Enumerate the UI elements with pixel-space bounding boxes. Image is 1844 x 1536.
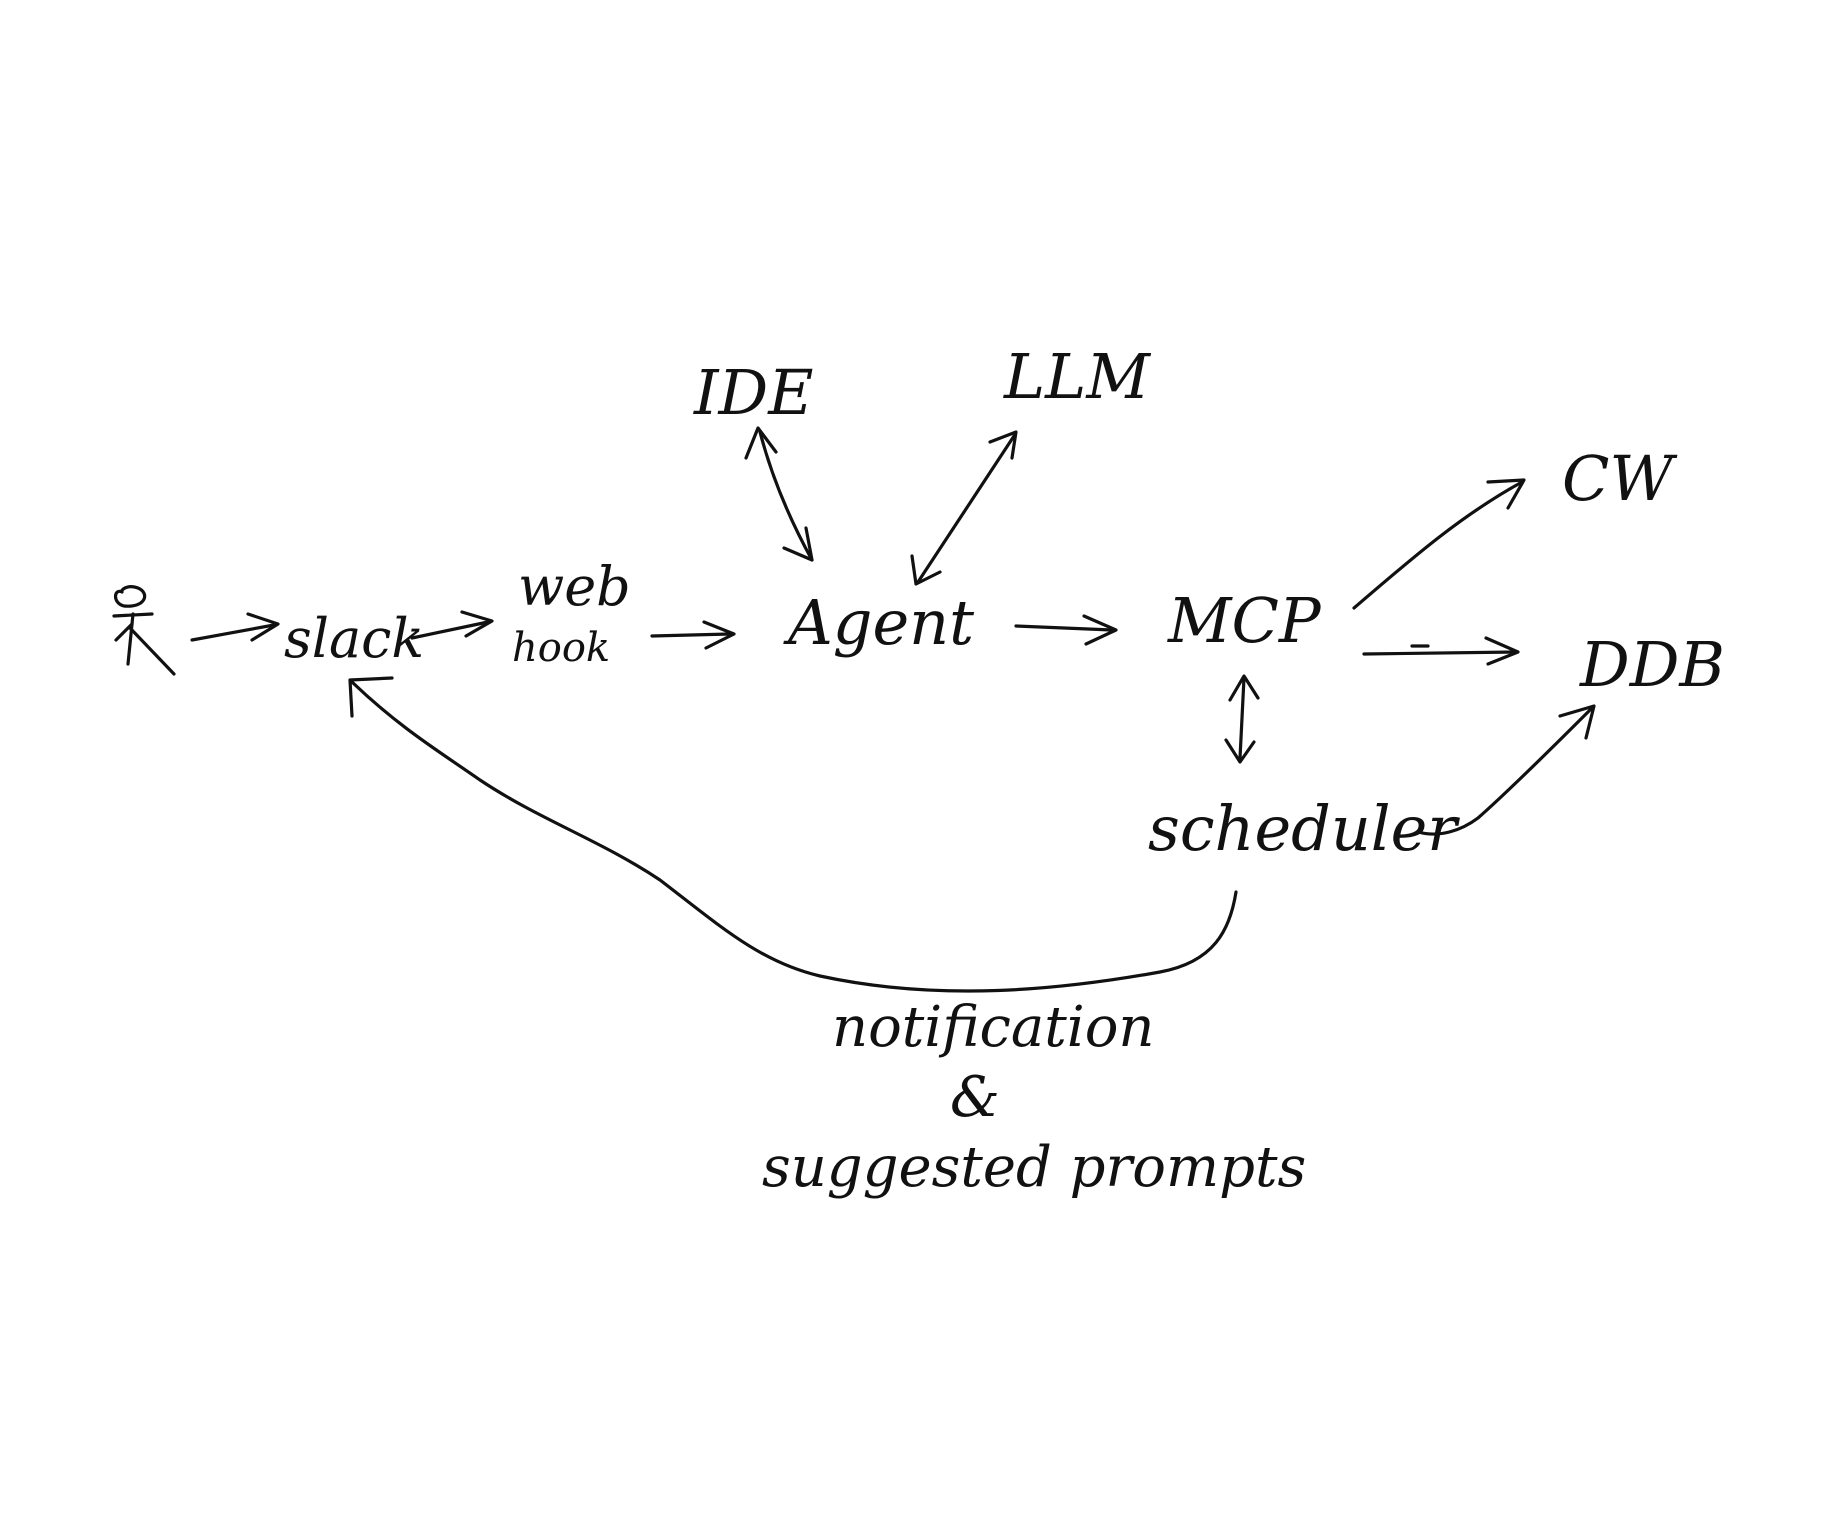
stick-figure-icon — [112, 585, 176, 676]
edge-agent-ide — [744, 426, 814, 562]
edge-mcp-cw — [1352, 478, 1526, 610]
edge-webhook-agent — [650, 620, 736, 650]
node-scheduler: scheduler — [1148, 792, 1457, 865]
edge-agent-mcp — [1014, 614, 1118, 646]
node-ide: IDE — [694, 356, 814, 429]
node-cw: CW — [1562, 442, 1674, 515]
node-slack: slack — [284, 607, 425, 670]
edge-mcp-scheduler — [1224, 674, 1260, 764]
node-webhook-bottom: hook — [512, 625, 611, 671]
node-ddb: DDB — [1580, 628, 1725, 701]
edge-slack-webhook — [410, 610, 494, 640]
edge-actor-slack — [190, 612, 280, 642]
edge-agent-llm — [910, 430, 1018, 586]
node-mcp: MCP — [1168, 584, 1321, 657]
node-agent: Agent — [788, 586, 974, 659]
feedback-label-line1: notification — [832, 995, 1155, 1060]
node-llm: LLM — [1004, 340, 1150, 413]
edge-scheduler-slack — [348, 676, 1238, 993]
feedback-label-line3: suggested prompts — [762, 1135, 1307, 1200]
edge-mcp-ddb — [1362, 636, 1520, 666]
feedback-label-line2: & — [950, 1065, 1000, 1130]
node-webhook-top: web — [518, 555, 631, 618]
edge-scheduler-ddb — [1416, 704, 1596, 836]
